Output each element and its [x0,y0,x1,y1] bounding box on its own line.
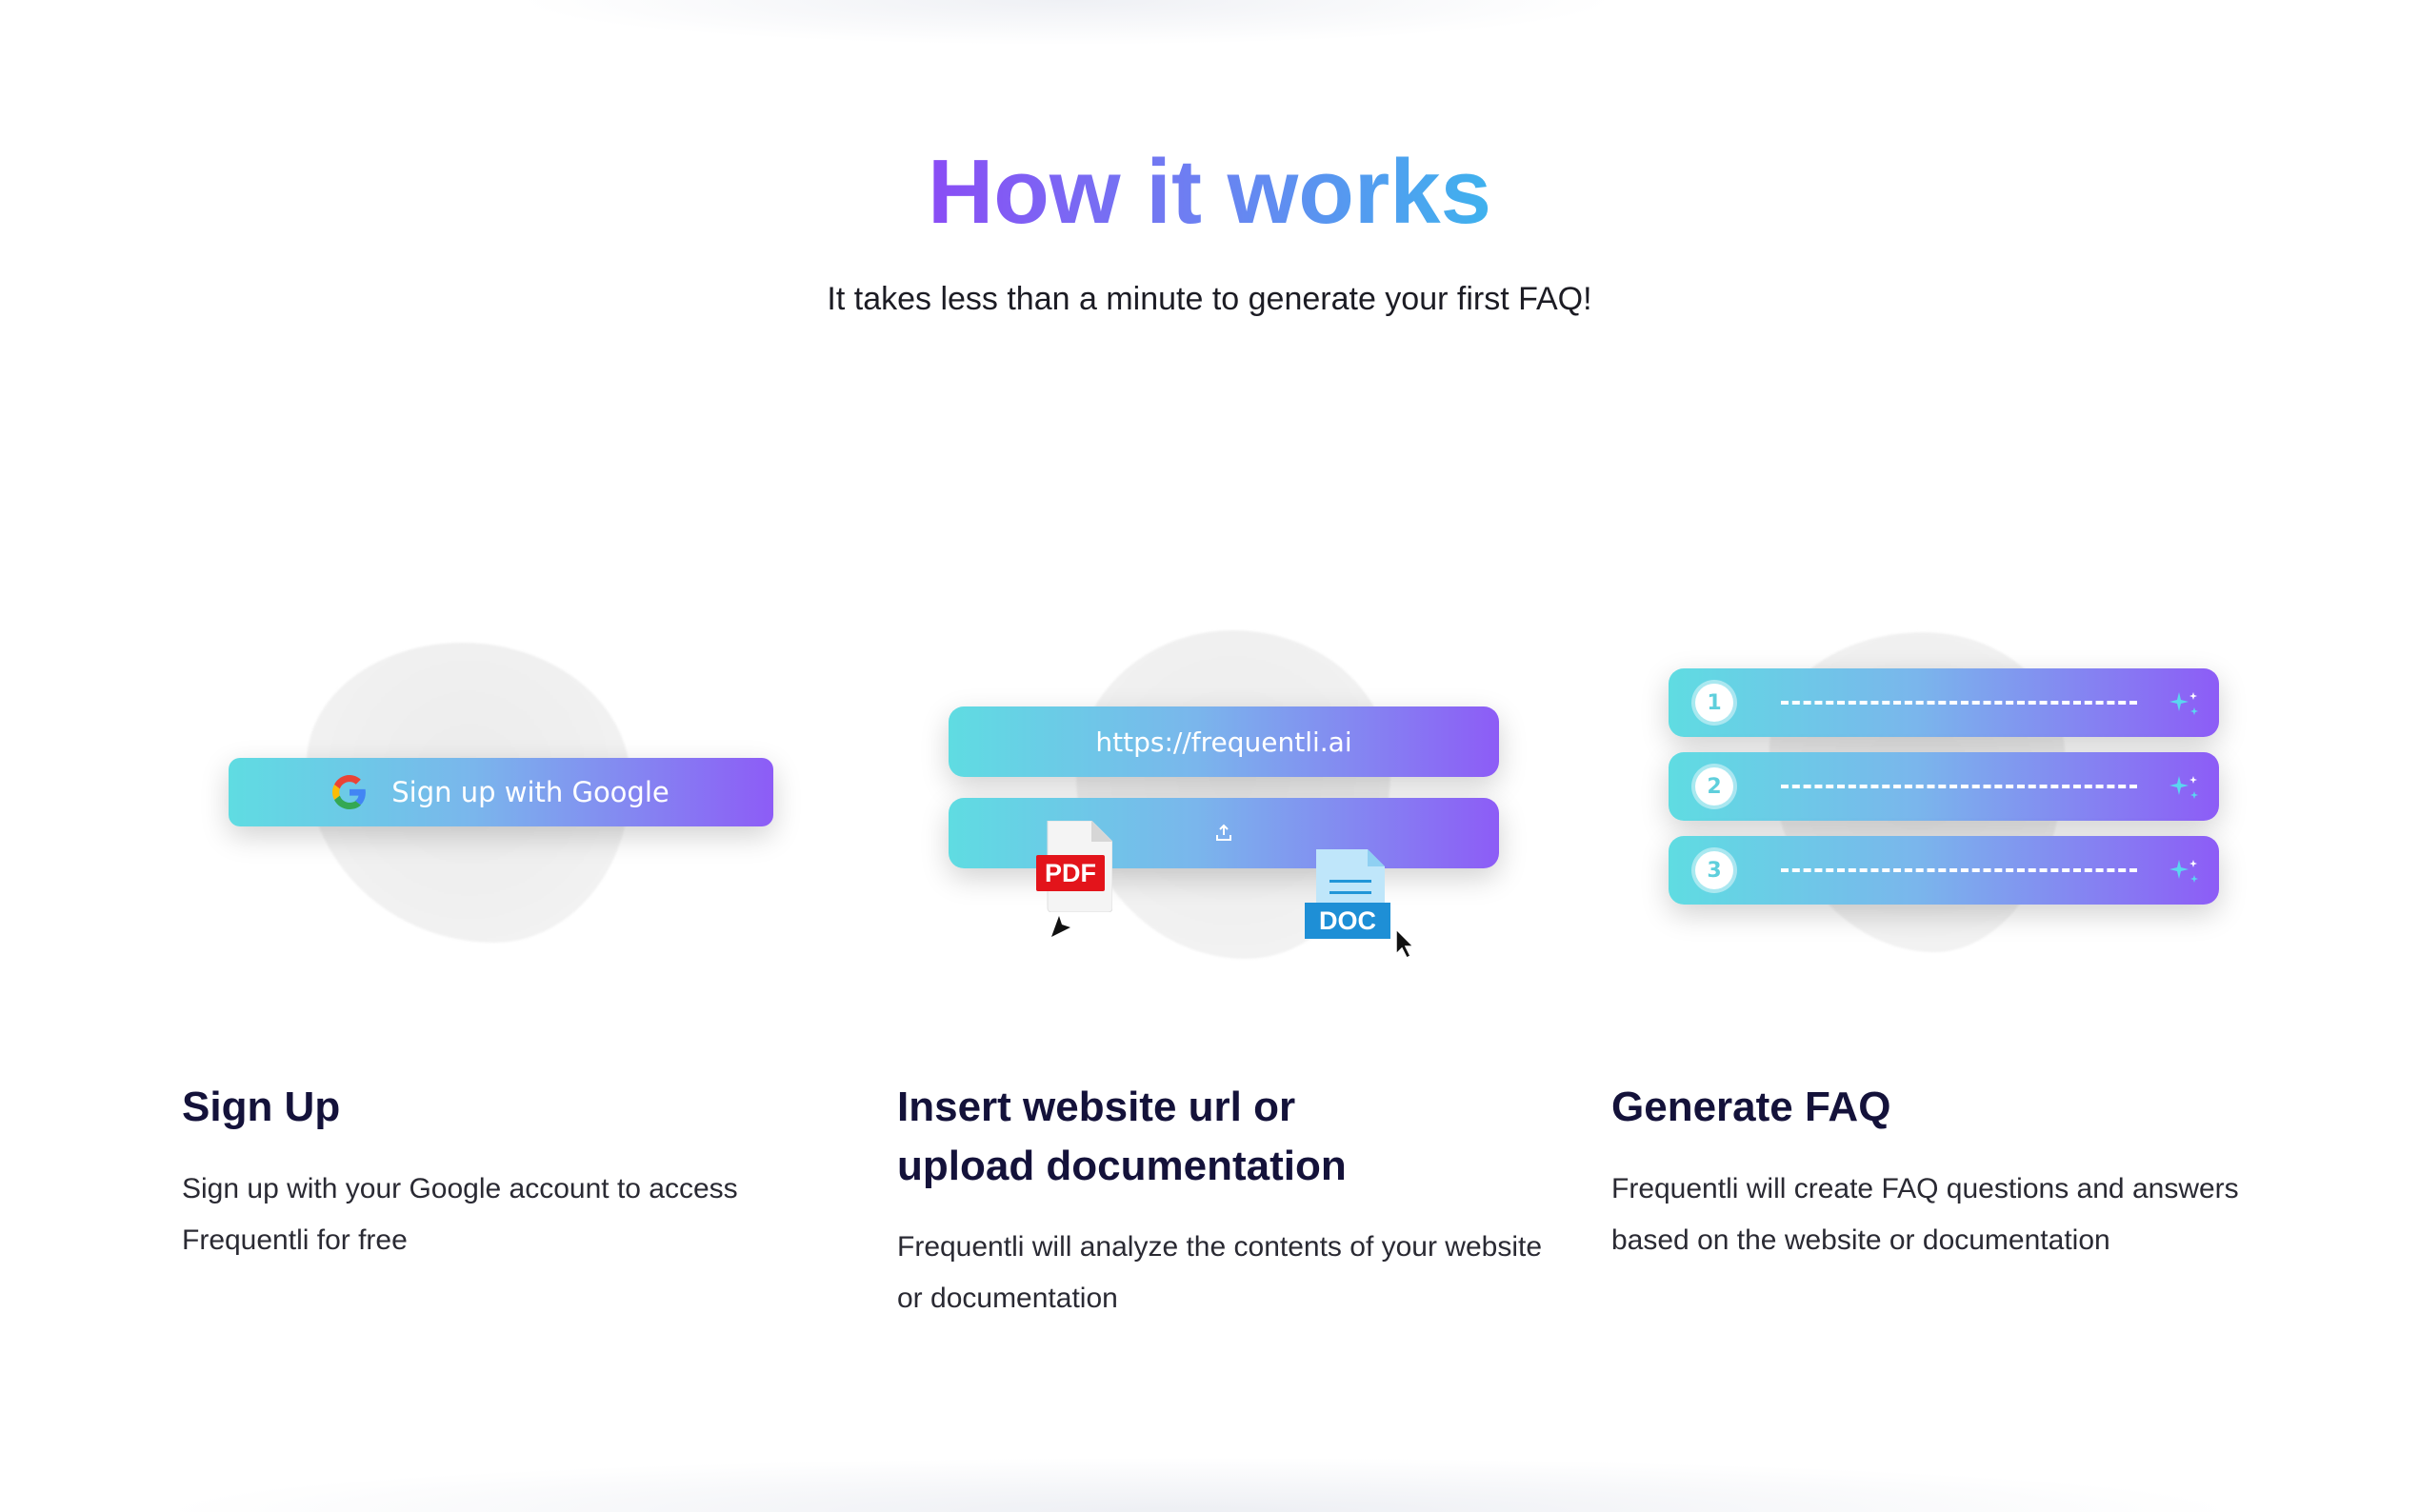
step-title-insert-url: Insert website url or upload documentati… [897,1078,1583,1196]
section-subtitle: It takes less than a minute to generate … [827,281,1592,317]
pdf-file-icon: PDF [1036,820,1113,913]
doc-badge: DOC [1305,903,1390,939]
faq-number-badge: 1 [1695,684,1733,722]
description-line: Sign up with your Google account to acce… [182,1173,738,1204]
doc-file-icon: DOC [1305,849,1390,945]
upload-drop-bar[interactable] [949,798,1499,868]
sparkle-icon [2169,776,2198,799]
section-title: How it works [927,141,1492,243]
description-line: Frequentli will create FAQ questions and… [1611,1173,2239,1204]
faq-illustration: 1 2 3 [1657,619,2229,962]
step-description-insert-url: Frequentli will analyze the contents of … [897,1222,1583,1324]
faq-placeholder-line [1781,701,2137,705]
faq-item[interactable]: 3 [1669,836,2219,905]
title-line: upload documentation [897,1143,1347,1189]
google-signup-label: Sign up with Google [391,776,670,808]
upload-icon [1216,824,1231,841]
faq-number-badge: 3 [1695,851,1733,889]
google-signup-button[interactable]: Sign up with Google [229,758,773,826]
faq-placeholder-line [1781,868,2137,872]
description-line: or documentation [897,1283,1118,1314]
cursor-arrow-icon [1051,916,1070,937]
step-title-generate-faq: Generate FAQ [1611,1084,1891,1130]
top-fade-decoration [514,0,1619,46]
faq-item[interactable]: 1 [1669,668,2219,737]
bottom-fade-decoration [152,1457,2248,1512]
step-description-generate-faq: Frequentli will create FAQ questions and… [1611,1164,2278,1266]
faq-placeholder-line [1781,785,2137,788]
step-title-sign-up: Sign Up [182,1084,341,1130]
cursor-pointer-icon [1395,927,1415,960]
step-description-sign-up: Sign up with your Google account to acce… [182,1164,849,1266]
sparkle-icon [2169,692,2198,715]
url-input-bar[interactable]: https://frequentli.ai [949,706,1499,777]
description-line: Frequentli for free [182,1224,408,1256]
description-line: based on the website or documentation [1611,1224,2110,1256]
upload-illustration: https://frequentli.ai PDF DOC [933,619,1524,981]
url-text: https://frequentli.ai [1095,726,1352,758]
signup-illustration: Sign up with Google [219,628,790,962]
title-line: Insert website url or [897,1084,1296,1130]
description-line: Frequentli will analyze the contents of … [897,1231,1543,1263]
pdf-badge: PDF [1036,855,1105,891]
google-logo-icon [332,775,367,809]
sparkle-icon [2169,860,2198,883]
faq-item[interactable]: 2 [1669,752,2219,821]
faq-number-badge: 2 [1695,767,1733,806]
